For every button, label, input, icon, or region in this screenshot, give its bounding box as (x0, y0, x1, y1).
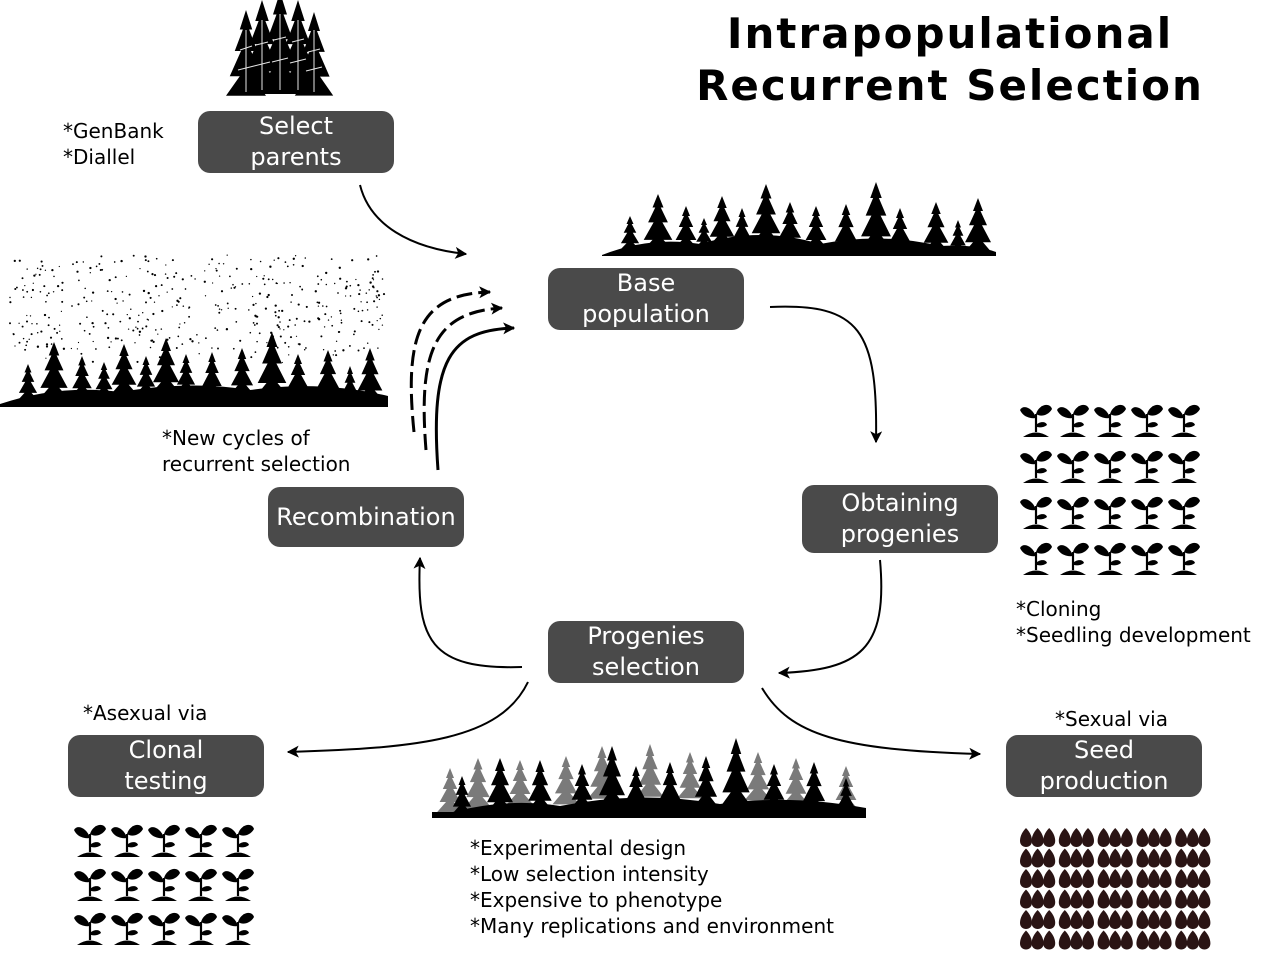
arrow-selection-to-recombination (413, 556, 523, 669)
note-cloning-seedling: *Cloning *Seedling development (1016, 597, 1251, 647)
mixed-forest-icon (432, 738, 866, 818)
arrow-obtaining-to-selection (777, 559, 883, 679)
title-line-2: Recurrent Selection (696, 61, 1204, 110)
note-genbank-diallel: *GenBank *Diallel (63, 119, 164, 169)
note-sexual: *Sexual via (1055, 707, 1168, 731)
title-line-1: Intrapopulational (726, 9, 1174, 58)
node-seed-production: Seed production (1006, 735, 1202, 797)
page-title: Intrapopulational Recurrent Selection (690, 8, 1210, 112)
seedling-grid-icon (1018, 403, 1202, 577)
arrow-base-to-obtaining (769, 305, 883, 444)
arrow-parents-to-base (359, 184, 468, 259)
arrow-cycle-3 (409, 286, 492, 433)
pollen-forest-icon (0, 254, 388, 407)
forest-silhouette-icon (602, 182, 996, 256)
note-new-cycles: *New cycles of recurrent selection (162, 426, 351, 476)
note-asexual: *Asexual via (83, 701, 208, 725)
arrow-selection-to-seed (761, 687, 982, 760)
node-select-parents: Select parents (198, 111, 394, 173)
node-progenies-selection: Progenies selection (548, 621, 744, 683)
node-clonal-testing: Clonal testing (68, 735, 264, 797)
note-design: *Experimental design *Low selection inte… (470, 836, 834, 938)
tree-cluster-icon (226, 0, 334, 96)
node-obtaining-progenies: Obtaining progenies (802, 485, 998, 553)
arrow-recombination-to-base (434, 322, 516, 471)
arrow-selection-to-clonal (286, 681, 529, 758)
seed-grid-icon (1020, 828, 1211, 950)
flow-arrows (286, 184, 982, 760)
arrow-cycle-2 (422, 302, 504, 451)
node-recombination: Recombination (268, 487, 464, 547)
seedling-grid-icon (72, 823, 256, 947)
node-base-population: Base population (548, 268, 744, 330)
pollen-dots-icon (9, 254, 386, 366)
